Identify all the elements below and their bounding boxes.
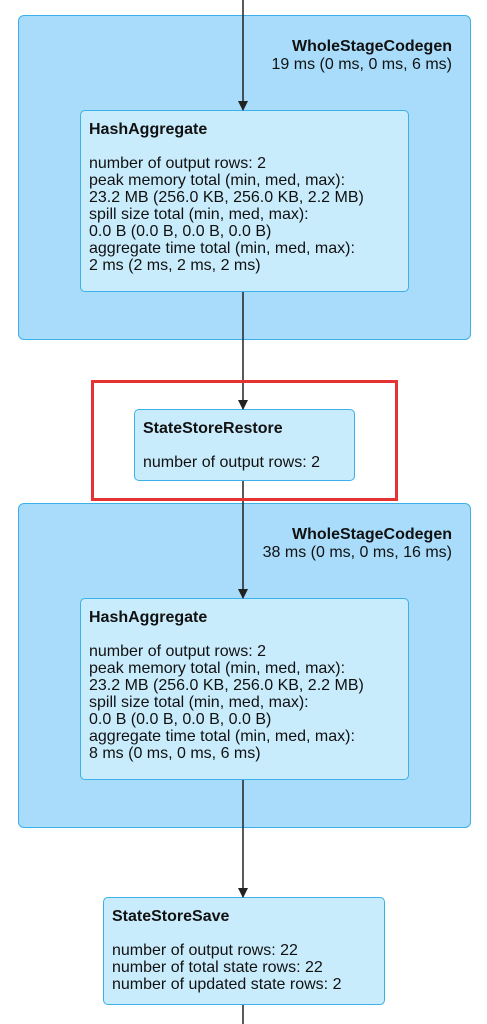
node-metric-line: number of output rows: 2 (89, 643, 266, 660)
node-metric-line: 23.2 MB (256.0 KB, 256.0 KB, 2.2 MB) (89, 189, 364, 206)
hashaggregate-node-1[interactable]: HashAggregate number of output rows: 2 p… (80, 110, 409, 292)
node-metric-line: number of output rows: 2 (143, 454, 320, 471)
node-title: HashAggregate (89, 609, 208, 626)
node-metric-line: spill size total (min, med, max): (89, 694, 309, 711)
node-metric-line: number of output rows: 22 (112, 942, 298, 959)
node-metric-line: spill size total (min, med, max): (89, 206, 309, 223)
cluster-metric: 38 ms (0 ms, 0 ms, 16 ms) (262, 544, 452, 561)
node-metric-line: peak memory total (min, med, max): (89, 172, 346, 189)
node-metric-line: 23.2 MB (256.0 KB, 256.0 KB, 2.2 MB) (89, 677, 364, 694)
node-metric-line: 0.0 B (0.0 B, 0.0 B, 0.0 B) (89, 711, 272, 728)
cluster-title: WholeStageCodegen 38 ms (0 ms, 0 ms, 16 … (263, 526, 452, 562)
cluster-title: WholeStageCodegen 19 ms (0 ms, 0 ms, 6 m… (272, 38, 452, 74)
cluster-metric: 19 ms (0 ms, 0 ms, 6 ms) (271, 56, 452, 73)
cluster-name: WholeStageCodegen (291, 526, 452, 543)
node-metric-line: aggregate time total (min, med, max): (89, 728, 355, 745)
node-metric-line: 2 ms (2 ms, 2 ms, 2 ms) (89, 257, 261, 274)
node-title: HashAggregate (89, 121, 208, 138)
node-metric-line: 0.0 B (0.0 B, 0.0 B, 0.0 B) (89, 223, 272, 240)
node-metric-line: number of output rows: 2 (89, 155, 266, 172)
node-metric-line: peak memory total (min, med, max): (89, 660, 346, 677)
cluster-name: WholeStageCodegen (291, 38, 452, 55)
highlight-box (91, 380, 398, 501)
node-title: StateStoreRestore (143, 420, 283, 437)
node-metric-line: number of updated state rows: 2 (112, 976, 342, 993)
statestoresave-node[interactable]: StateStoreSave number of output rows: 22… (103, 897, 385, 1005)
statestorerestore-node[interactable]: StateStoreRestore number of output rows:… (134, 409, 355, 481)
node-metric-line: aggregate time total (min, med, max): (89, 240, 355, 257)
node-metric-line: 8 ms (0 ms, 0 ms, 6 ms) (89, 745, 261, 762)
node-metric-line: number of total state rows: 22 (112, 959, 323, 976)
hashaggregate-node-2[interactable]: HashAggregate number of output rows: 2 p… (80, 598, 409, 780)
node-title: StateStoreSave (112, 908, 230, 925)
